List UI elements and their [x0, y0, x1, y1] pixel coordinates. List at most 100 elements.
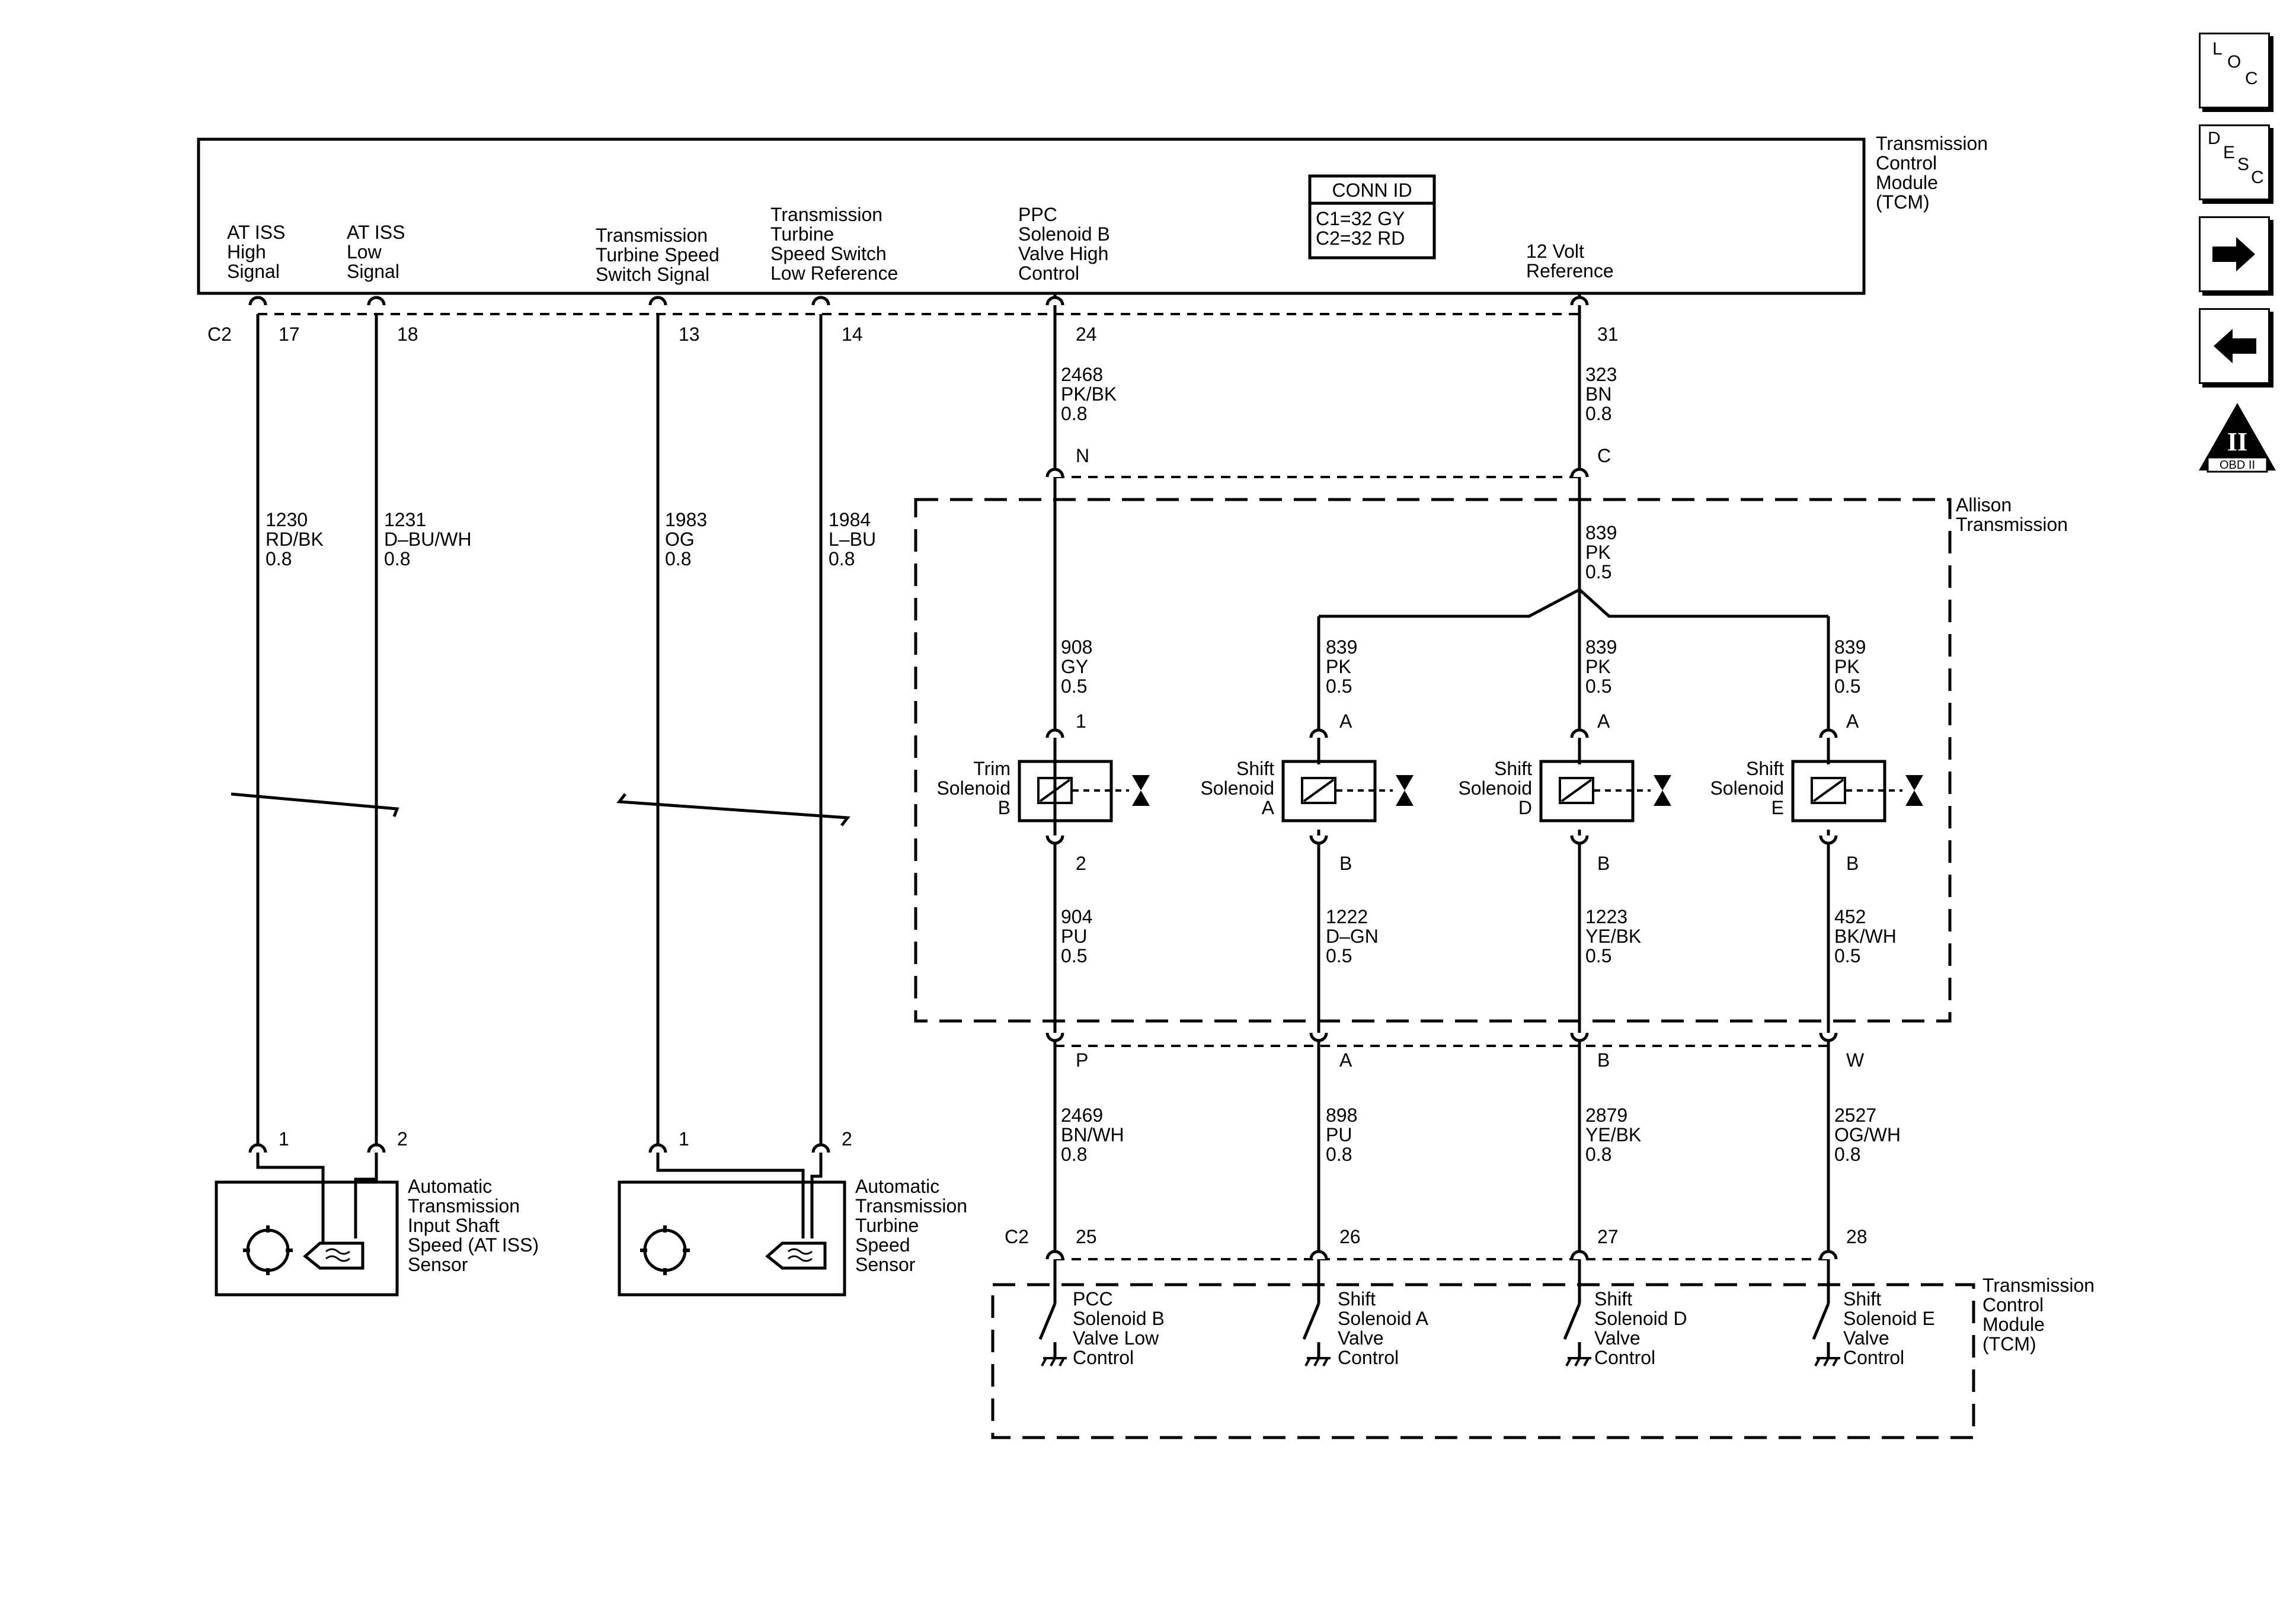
pin-31: 31	[1597, 324, 1619, 345]
connector-c: C	[1597, 445, 1611, 466]
signal-tts-line-1: Transmission	[596, 225, 708, 246]
at-iss-sensor-box	[215, 1180, 399, 1297]
signal-tts-low-ref-line-4: Low Reference	[770, 263, 898, 284]
terminal-top-5	[1570, 296, 1589, 306]
signal-at-iss-high-line-2: High	[227, 241, 266, 263]
obd-ii-numeral: II	[2227, 427, 2247, 456]
tts-sensor-box	[618, 1180, 846, 1297]
wire-2879-line-3: 0.8	[1585, 1144, 1611, 1165]
wire-1230-line-3: 0.8	[266, 548, 292, 569]
control-shift-d-line-4: Control	[1594, 1347, 1655, 1368]
control-shift-e-line-3: Valve	[1843, 1327, 1889, 1349]
wire-1222-line-1: 1222	[1326, 906, 1368, 927]
sensor-tts-name-line-4: Speed	[855, 1234, 910, 1256]
sensor-at-iss-name-line-1: Automatic	[408, 1176, 492, 1197]
wire-323-line-3: 0.8	[1585, 403, 1611, 424]
wire-2527-line-1: 2527	[1834, 1105, 1876, 1126]
wire-839-a-line-2: PK	[1326, 656, 1351, 677]
desc-button[interactable]: D E S C	[2199, 124, 2270, 200]
pin-27: 27	[1597, 1226, 1619, 1247]
terminal-top-4	[1045, 296, 1064, 306]
wire-1223-line-2: YE/BK	[1585, 926, 1641, 947]
signal-ppc-high-line-1: PPC	[1018, 204, 1057, 225]
control-shift-a-line-3: Valve	[1338, 1327, 1384, 1349]
control-shift-d-line-3: Valve	[1594, 1327, 1641, 1349]
signal-tts-low-ref-line-3: Speed Switch	[770, 243, 887, 264]
wire-904-line-2: PU	[1061, 926, 1087, 947]
terminal-sol-top-1	[1309, 728, 1328, 738]
control-shift-a-line-1: Shift	[1338, 1288, 1376, 1310]
solenoid-trim-b-name-line-3: B	[998, 797, 1011, 818]
wire-1230-line-2: RD/BK	[266, 529, 324, 550]
control-shift-d-line-2: Solenoid D	[1594, 1308, 1687, 1329]
terminal-bottom-0	[1045, 1250, 1064, 1260]
wire-839-a-line-1: 839	[1326, 636, 1357, 658]
conn-id-row-1: C1=32 GY	[1316, 208, 1405, 229]
solenoid-shift-e-name-line-3: E	[1771, 797, 1784, 818]
loc-button[interactable]: L O C	[2199, 33, 2270, 108]
wire-2527-line-3: 0.8	[1834, 1144, 1860, 1165]
allison-title-line-2: Transmission	[1956, 514, 2068, 535]
prev-page-button[interactable]	[2199, 308, 2270, 384]
pin-13: 13	[679, 324, 700, 345]
wire-2879-line-1: 2879	[1585, 1105, 1627, 1126]
terminal-pw-1	[1309, 1032, 1328, 1042]
pin-17: 17	[279, 324, 300, 345]
solenoid-shift-a-pin-top: A	[1339, 710, 1352, 732]
pin-24: 24	[1076, 324, 1097, 345]
terminal-top-1	[367, 296, 386, 306]
wire-1230-line-1: 1230	[266, 509, 308, 530]
control-shift-e-line-1: Shift	[1843, 1288, 1881, 1310]
tcm-top-box	[197, 137, 1866, 295]
solenoid-shift-a-name-line-3: A	[1262, 797, 1275, 818]
sensor-at-iss-name-line-3: Input Shaft	[408, 1215, 500, 1236]
wire-2468-line-2: PK/BK	[1061, 383, 1117, 405]
next-page-button[interactable]	[2199, 216, 2270, 292]
wire-452-line-1: 452	[1834, 906, 1866, 927]
wire-1223-line-3: 0.5	[1585, 945, 1611, 966]
terminal-sol-top-3	[1819, 728, 1838, 738]
solenoid-shift-d-name-line-3: D	[1518, 797, 1532, 818]
wire-1222-line-2: D–GN	[1326, 926, 1379, 947]
wire-839-e-line-3: 0.5	[1834, 676, 1860, 697]
pin-18: 18	[397, 324, 418, 345]
control-pcc-low-line-1: PCC	[1073, 1288, 1113, 1310]
wire-898-line-2: PU	[1326, 1124, 1352, 1145]
signal-tts-line-2: Turbine Speed	[596, 244, 720, 265]
solenoid-trim-b-name-line-2: Solenoid	[936, 777, 1011, 799]
signal-tts-low-ref-line-1: Transmission	[770, 204, 882, 225]
wire-1984-line-2: L–BU	[829, 529, 876, 550]
signal-at-iss-high-line-1: AT ISS	[227, 222, 285, 243]
wire-1983-line-3: 0.8	[665, 548, 691, 569]
tcm-top-title-line-4: (TCM)	[1876, 191, 1930, 213]
solenoid-shift-e-pin-top: A	[1846, 710, 1859, 732]
solenoid-trim-b-pin-bottom: 2	[1076, 853, 1086, 874]
terminal-top-3	[811, 296, 830, 306]
control-shift-e-line-2: Solenoid E	[1843, 1308, 1935, 1329]
wire-904-line-1: 904	[1061, 906, 1092, 927]
wire-2468-line-3: 0.8	[1061, 403, 1087, 424]
obd-ii-button[interactable]: OBD II II	[2193, 398, 2282, 475]
terminal-sol-top-2	[1570, 728, 1589, 738]
terminal-sol-bottom-3	[1819, 835, 1838, 845]
terminal-sol-bottom-1	[1309, 835, 1328, 845]
wire-1983-line-2: OG	[665, 529, 695, 550]
terminal-sol-bottom-0	[1045, 835, 1064, 845]
connector-w: W	[1846, 1049, 1865, 1071]
solenoid-shift-d-name-line-1: Shift	[1494, 758, 1532, 779]
wire-323-line-2: BN	[1585, 383, 1611, 405]
sensor-tts-pin-2: 2	[842, 1128, 852, 1150]
signal-12v-ref-line-2: Reference	[1526, 260, 1614, 281]
sensor-tts-pin-1: 1	[679, 1128, 689, 1150]
terminal-pw-3	[1819, 1032, 1838, 1042]
sensor-tts-name-line-2: Transmission	[855, 1195, 967, 1217]
sensor-tts-name-line-1: Automatic	[855, 1176, 939, 1197]
solenoid-shift-a-name-line-2: Solenoid	[1200, 777, 1274, 799]
tcm-bottom-title-line-2: Control	[1982, 1294, 2044, 1315]
wire-839-e-line-2: PK	[1834, 656, 1860, 677]
wire-839-d-line-3: 0.5	[1585, 676, 1611, 697]
wire-839-main-line-3: 0.5	[1585, 561, 1611, 582]
wire-2468-line-1: 2468	[1061, 364, 1103, 385]
terminal-pw-0	[1045, 1032, 1064, 1042]
signal-at-iss-low-line-1: AT ISS	[347, 222, 405, 243]
